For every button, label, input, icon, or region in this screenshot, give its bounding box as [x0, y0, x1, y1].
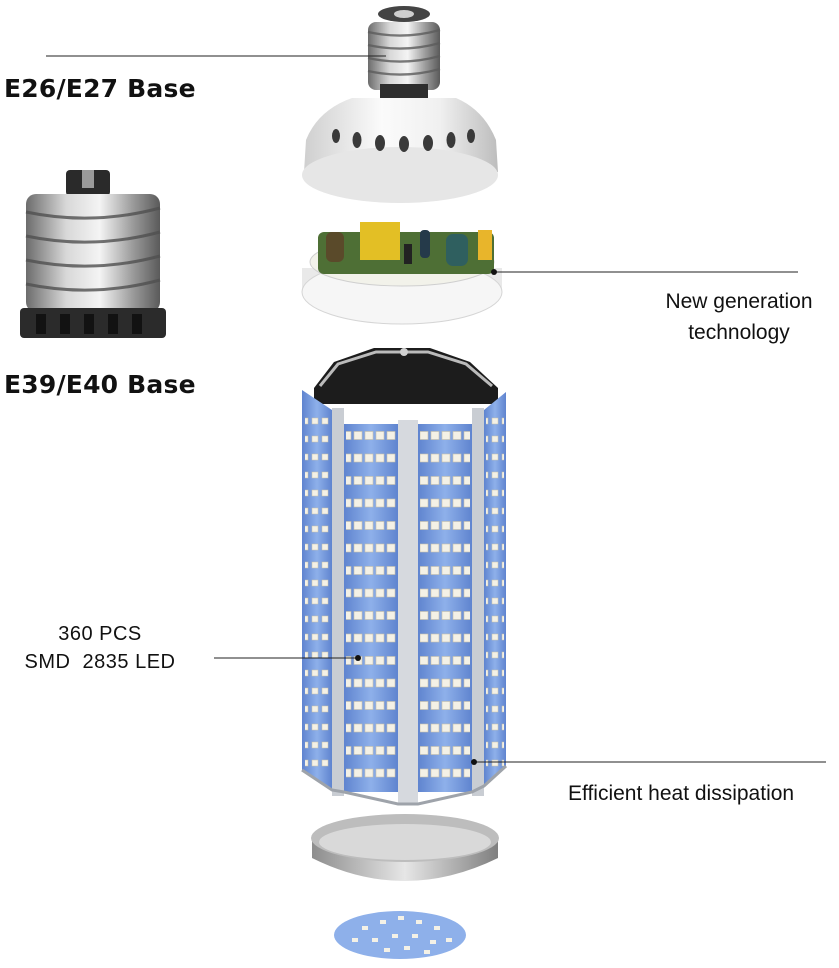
bottom-led-disc	[334, 911, 466, 959]
white-housing	[302, 98, 498, 203]
callout-lines	[46, 55, 826, 763]
led-count-line-1: 360 PCS	[58, 623, 142, 645]
heat-dissipation-label: Efficient heat dissipation	[568, 782, 795, 805]
driver-module	[301, 222, 503, 325]
led-count-label: 360 PCS SMD 2835 LED	[2, 620, 198, 676]
bottom-cover	[311, 814, 499, 881]
new-generation-line-1: New generation	[665, 290, 813, 313]
callout-dot-driver	[491, 269, 497, 275]
e26-base-label: E26/E27 Base	[4, 74, 196, 103]
e39-base-label: E39/E40 Base	[4, 370, 196, 399]
new-generation-line-2: technology	[688, 321, 790, 344]
callout-dot-led	[355, 655, 361, 661]
led-cylinder	[301, 390, 508, 806]
new-generation-label: New generation technology	[644, 286, 834, 348]
led-count-line-2: SMD 2835 LED	[24, 651, 176, 673]
heatsink-top	[314, 348, 498, 404]
e26-screw-base	[367, 6, 441, 98]
callout-dot-heatsink	[471, 759, 477, 765]
e39-screw-base	[20, 170, 166, 338]
